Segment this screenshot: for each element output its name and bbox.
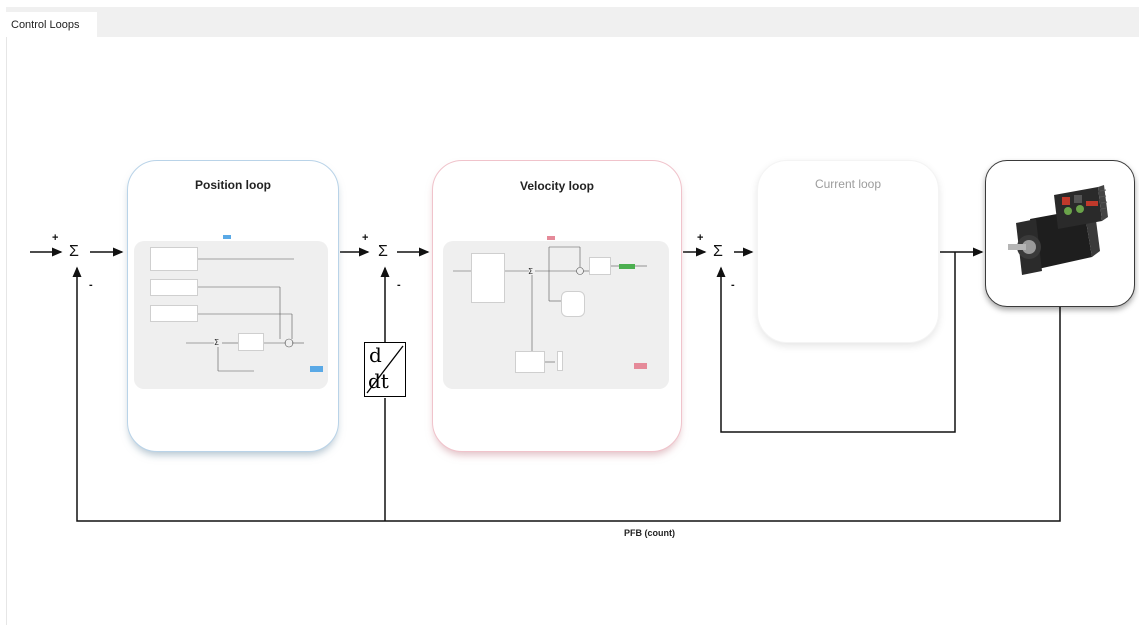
plus-sign: +: [362, 232, 369, 244]
param-box: [150, 305, 198, 322]
minus-sign: -: [89, 279, 93, 291]
position-badge: [310, 366, 323, 372]
derivative-denominator: dt: [368, 369, 389, 393]
velocity-tag: [547, 236, 555, 240]
derivative-block[interactable]: d dt: [364, 342, 406, 397]
param-box: [557, 351, 563, 371]
servo-motor-image: [1008, 185, 1108, 275]
velocity-inner-lines: Σ: [453, 246, 647, 363]
velocity-badge: [634, 363, 647, 369]
minus-sign: -: [397, 279, 401, 291]
current-feedback-line: [716, 252, 956, 433]
plus-sign: +: [52, 232, 59, 244]
sum-junction-current: Σ: [713, 243, 723, 260]
gain-box: [238, 333, 264, 351]
position-loop-diagram: Σ: [134, 241, 328, 389]
sum-junction-position: Σ: [69, 243, 79, 260]
velocity-loop-block[interactable]: Velocity loop Σ: [432, 160, 682, 452]
minus-sign: -: [731, 279, 735, 291]
position-loop-block[interactable]: Position loop Σ: [127, 160, 339, 452]
param-box: [150, 247, 198, 271]
current-loop-block[interactable]: Current loop: [757, 160, 939, 343]
tab-control-loops[interactable]: Control Loops: [6, 12, 97, 38]
position-tag: [223, 235, 231, 239]
pfb-label: PFB (count): [624, 528, 675, 538]
position-feedback-line: [72, 266, 1061, 522]
sum-junction-velocity: Σ: [378, 243, 388, 260]
derivative-slash: [366, 345, 404, 394]
svg-text:Σ: Σ: [528, 267, 533, 276]
position-inner-lines: Σ: [186, 258, 304, 372]
param-box: [515, 351, 545, 373]
derivative-numerator: d: [369, 343, 382, 367]
param-box: [471, 253, 505, 303]
velocity-loop-title: Velocity loop: [519, 179, 594, 193]
svg-text:Σ: Σ: [214, 338, 219, 347]
tab-strip: [6, 7, 1139, 37]
plus-sign: +: [697, 232, 704, 244]
param-box: [589, 257, 611, 275]
current-loop-title: Current loop: [814, 177, 882, 191]
param-box: [150, 279, 198, 296]
position-loop-title: Position loop: [195, 178, 271, 192]
velocity-loop-diagram: Σ: [443, 241, 669, 389]
motor-block[interactable]: [985, 160, 1135, 307]
feedback-label-row: PFB (count): [0, 528, 1139, 538]
filter-box: [561, 291, 585, 317]
status-indicator: [619, 264, 635, 269]
